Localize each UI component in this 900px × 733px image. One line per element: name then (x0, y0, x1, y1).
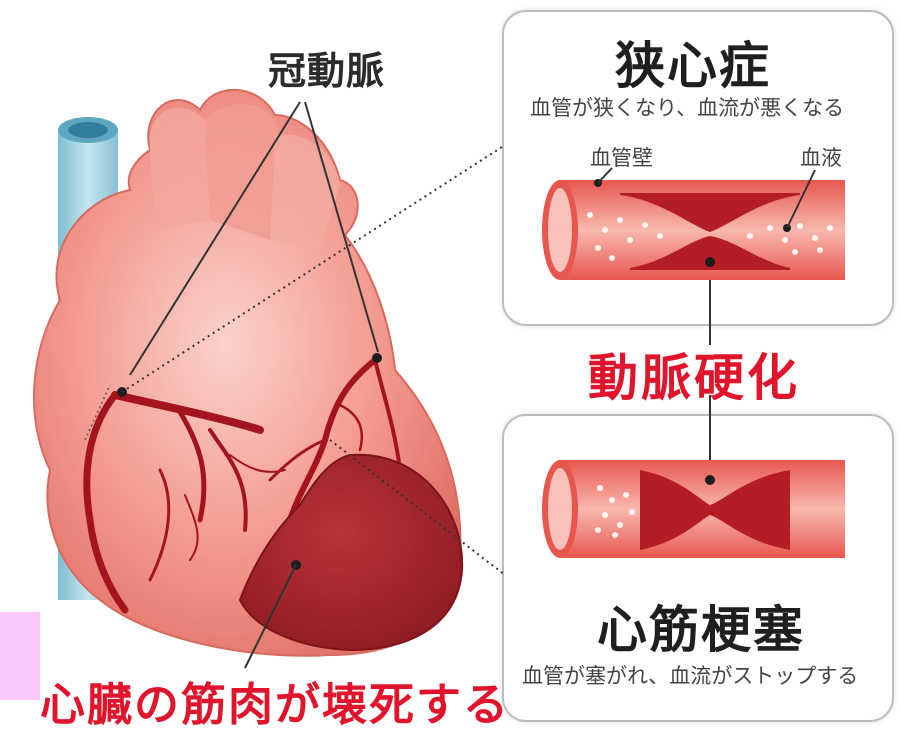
vessel-wall-label: 血管壁 (590, 142, 653, 172)
myocardial-infarction-subtitle: 血管が塞がれ、血流がストップする (522, 660, 858, 690)
angina-subtitle: 血管が狭くなり、血流が悪くなる (530, 92, 844, 122)
arteriosclerosis-label: 動脈硬化 (588, 338, 800, 410)
coronary-artery-label: 冠動脈 (268, 40, 385, 95)
myocardial-infarction-title: 心筋梗塞 (597, 590, 805, 662)
narrowed-vessel-icon (542, 168, 845, 280)
blood-label: 血液 (800, 142, 842, 172)
pink-tab (0, 612, 40, 700)
angina-title: 狭心症 (615, 26, 771, 98)
blocked-vessel-icon (542, 460, 845, 558)
necrosis-caption: 心臓の筋肉が壊死する (40, 668, 510, 733)
